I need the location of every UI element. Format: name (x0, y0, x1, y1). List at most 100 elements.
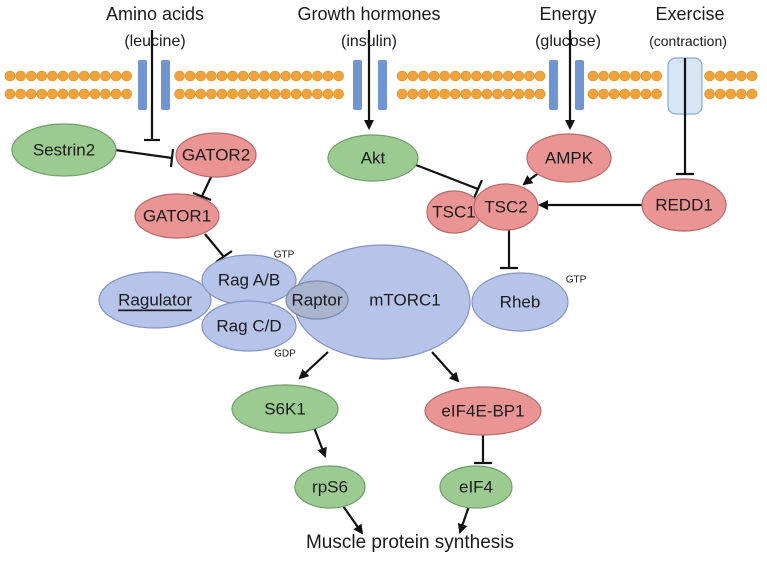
edge-mtorc1-eif4ebp1 (431, 351, 460, 383)
membrane-lipid-head (259, 88, 270, 100)
membrane-lipid-head (237, 70, 249, 82)
edge-s6k1-rps6 (311, 424, 327, 458)
membrane-lipid-head (725, 70, 737, 82)
ampk-node (526, 133, 612, 183)
sestrin2-label: Sestrin2 (33, 141, 95, 160)
energy-label: Energy (539, 4, 596, 24)
membrane-lipid-head (78, 88, 90, 100)
membrane-lipid-head (502, 88, 514, 100)
amino-acids-label: Amino acids (106, 4, 204, 24)
membrane-lipid-head (714, 88, 726, 100)
membrane-lipid-head (587, 70, 599, 82)
membrane-lipid-head (534, 88, 546, 100)
membrane-lipid-head (15, 70, 26, 82)
membrane-lipid-head (269, 70, 281, 82)
membrane-lipid-head (418, 70, 429, 82)
membrane-lipid-head (78, 70, 90, 82)
rag-ab-label: Rag A/B (218, 271, 280, 290)
membrane-lipid-head (598, 70, 609, 82)
rag-gtp-tag: GTP (274, 250, 295, 261)
membrane-lipid-head (184, 70, 196, 82)
membrane-lipid-head (428, 70, 440, 82)
s6k1-label: S6K1 (264, 400, 306, 419)
tsc2-label: TSC2 (484, 198, 527, 217)
ragulator-node (98, 271, 212, 329)
nodes: Sestrin2 GATOR2 GATOR1 Akt AMPK REDD1 TS… (11, 123, 727, 509)
membrane-lipid-head (25, 88, 37, 100)
membrane-lipid-head (630, 70, 641, 82)
membrane-lipid-head (608, 70, 620, 82)
membrane-lipid-head (184, 88, 196, 100)
muscle-protein-synthesis-label: Muscle protein synthesis (306, 532, 514, 553)
membrane-lipid-head (651, 88, 662, 100)
edges (114, 30, 694, 535)
ampk-label: AMPK (545, 149, 594, 168)
membrane-lipid-head (407, 70, 419, 82)
redd1-label: REDD1 (655, 196, 713, 215)
membrane-lipid-head (89, 88, 101, 100)
membrane-lipid-head (100, 70, 111, 82)
edge-gator1-tbar (215, 250, 233, 263)
membrane-lipid-head (121, 70, 132, 82)
membrane-lipid-head (460, 88, 472, 100)
edge-rps6-output (342, 505, 364, 535)
channel-energy (549, 60, 584, 110)
membrane-lipid-head (746, 70, 758, 82)
membrane-lipid-head (640, 70, 652, 82)
raptor-label: Raptor (291, 291, 342, 310)
membrane-lipid-head (237, 88, 249, 100)
membrane-lipid-head (4, 88, 16, 100)
membrane-lipid-head (25, 70, 37, 82)
channel-growth (353, 60, 387, 110)
membrane-lipid-head (4, 70, 16, 82)
membrane-lipid-head (195, 70, 207, 82)
tsc1-label: TSC1 (432, 203, 475, 222)
membrane-lipid-head (428, 88, 440, 100)
rag-cd-node (201, 300, 297, 352)
membrane-lipid-head (322, 88, 334, 100)
membrane-lipid-head (513, 88, 525, 100)
membrane-lipid-head (640, 88, 652, 100)
membrane-lipid-head (587, 88, 599, 100)
membrane-lipid-head (407, 88, 419, 100)
edge-eif4-output (457, 505, 471, 534)
membrane-lipid-head (110, 70, 122, 82)
membrane-lipid-head (651, 70, 662, 82)
membrane-lipid-head (449, 88, 461, 100)
rheb-gtp-tag: GTP (566, 275, 587, 286)
membrane-lipid-head (396, 88, 408, 100)
edge-gator2-tbar (192, 191, 212, 202)
membrane-lipid-head (301, 88, 313, 100)
membrane-lipid-head (68, 88, 79, 100)
edge-mtorc1-s6k1 (298, 351, 329, 380)
membrane-lipid-head (57, 88, 69, 100)
membrane-lipid-head (524, 70, 535, 82)
membrane-lipid-head (312, 70, 323, 82)
membrane-lipid-head (36, 88, 48, 100)
membrane-lipid-head (598, 88, 609, 100)
membrane-lipid-head (269, 88, 281, 100)
membrane-lipid-head (312, 88, 323, 100)
membrane-lipid-head (216, 70, 228, 82)
contraction-label: (contraction) (649, 33, 727, 49)
membrane-lipid-head (68, 70, 79, 82)
sestrin2-node (11, 123, 117, 177)
eif4-node (439, 465, 513, 509)
leucine-label: (leucine) (124, 33, 185, 50)
eif4e-bp1-label: eIF4E-BP1 (441, 402, 524, 421)
rag-gdp-tag: GDP (274, 349, 296, 360)
ragulator-label: Ragulator (118, 291, 192, 310)
membrane-lipid-head (439, 88, 450, 100)
rag-cd-label: Rag C/D (216, 317, 281, 336)
membrane-lipid-head (746, 88, 758, 100)
membrane-lipid-head (481, 70, 493, 82)
exercise-label: Exercise (655, 4, 724, 24)
membrane-lipid-head (725, 88, 737, 100)
eif4e-bp1-node (424, 386, 542, 436)
membrane-lipid-head (206, 88, 217, 100)
s6k1-node (231, 384, 339, 434)
edge-akt-tbar (472, 179, 484, 199)
glucose-label: (glucose) (535, 33, 601, 50)
